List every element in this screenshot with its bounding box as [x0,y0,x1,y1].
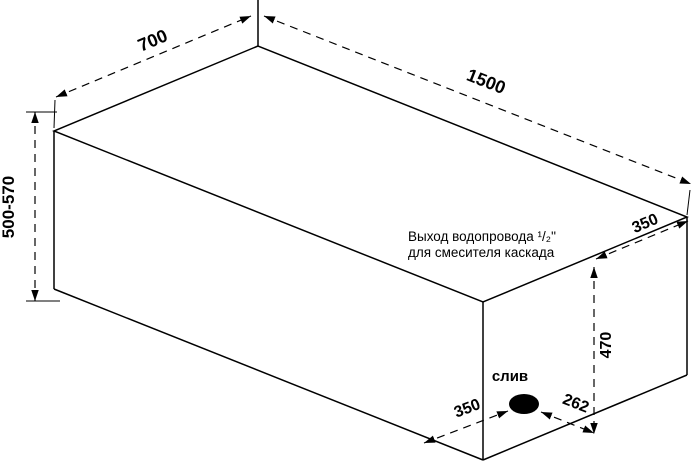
box-rim-outline [52,45,689,303]
box-bottom-left-edge [53,288,484,461]
label-top-length: 1500 [464,65,509,98]
label-top-width: 700 [135,25,170,55]
box-wireframe [52,0,689,461]
dim-line-top-width-700 [55,15,252,98]
drain-hole [509,394,539,414]
dimension-labels: 700 1500 500-570 350 470 слив 350 262 [0,25,661,421]
note-line-2: для смесителя каскада [408,245,555,260]
label-drain-offset-right: 262 [560,391,591,417]
dim-line-drain-offset-262 [540,411,595,434]
right-extension-tick [686,189,691,216]
label-right-offset: 350 [630,211,661,237]
left-corner-extension-tick [53,99,56,129]
water-outlet-note: Выход водопровода ¹/₂'' для смесителя ка… [408,229,556,260]
label-drain-offset-left: 350 [452,396,483,421]
dim-line-right-offset-350 [595,220,689,260]
label-left-height: 500-570 [0,176,18,238]
note-line-1: Выход водопровода ¹/₂'' [408,229,556,244]
dim-line-top-length-1500 [263,15,692,185]
extension-lines [26,99,691,302]
label-right-height: 470 [598,332,615,359]
dimension-lines [31,15,692,444]
label-drain: слив [492,368,528,385]
box-bottom-right-edge [482,374,688,461]
dim-line-drain-offset-350 [423,410,509,444]
